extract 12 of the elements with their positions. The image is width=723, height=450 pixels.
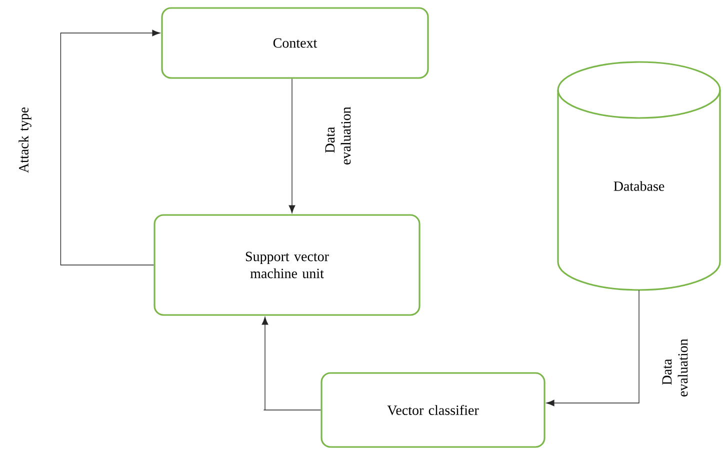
database-cylinder: Database: [557, 61, 721, 291]
process-box: Support vector machine unit: [154, 214, 420, 316]
arrow: [262, 316, 322, 410]
arrow: [288, 78, 296, 214]
arrow: [60, 30, 160, 266]
arrow: [546, 290, 640, 406]
edge-label: Data evaluation: [325, 106, 351, 164]
edge-label: Data evaluation: [662, 338, 688, 396]
process-box: Context: [161, 7, 429, 79]
node-label: Database: [614, 181, 664, 191]
process-box: Vector classifier: [320, 372, 546, 448]
edge-label: Attack type: [18, 107, 32, 173]
